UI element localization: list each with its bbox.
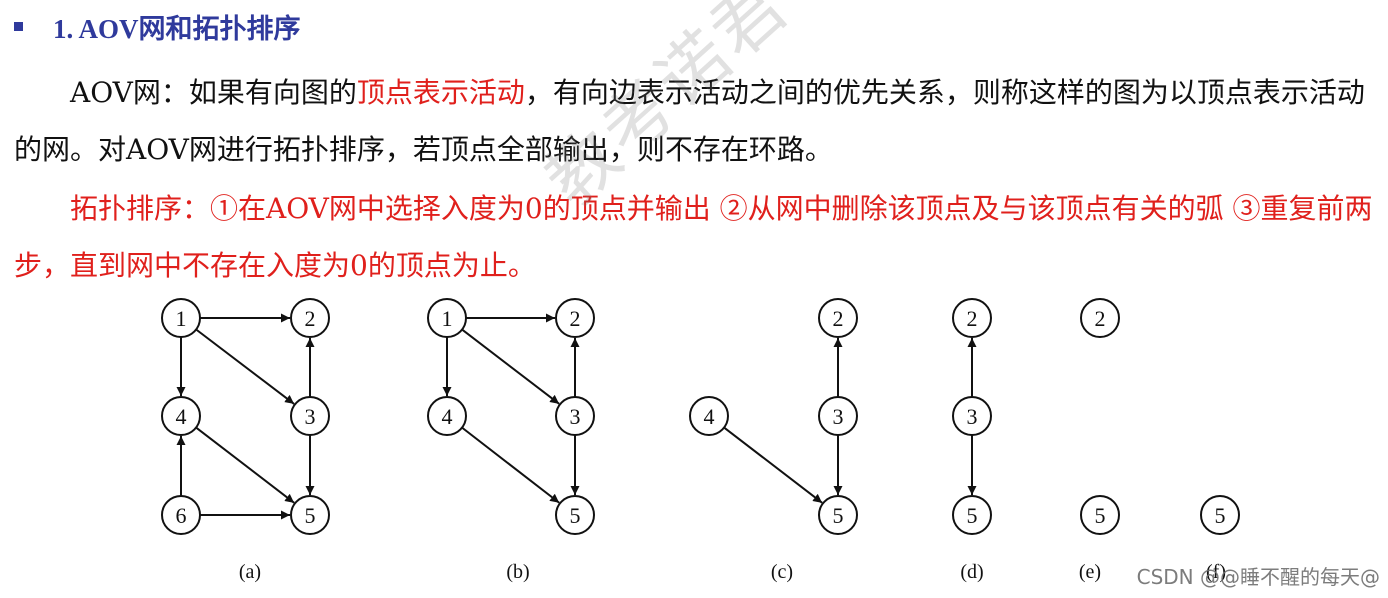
vertex-node <box>427 396 467 436</box>
vertex-label: 6 <box>176 503 187 528</box>
vertex-node <box>689 396 729 436</box>
panel-caption: (a) <box>239 561 261 583</box>
panel-caption: (e) <box>1079 561 1101 583</box>
section-heading: 1. AOV网和拓扑排序 <box>14 6 301 46</box>
vertex-label: 5 <box>967 503 978 528</box>
panel-caption: (d) <box>960 561 983 583</box>
vertex-label: 2 <box>305 306 316 331</box>
vertex-label: 2 <box>967 306 978 331</box>
vertex-node <box>555 396 595 436</box>
para1-lead: AOV网：如果有向图的 <box>70 76 357 109</box>
edge-arrow <box>461 426 560 504</box>
edge-arrow <box>461 328 560 405</box>
csdn-credit: CSDN @@睡不醒的每天@ <box>1136 565 1380 589</box>
graph-panel: 5 (f) <box>1200 495 1240 583</box>
vertex-node <box>290 396 330 436</box>
vertex-node <box>818 396 858 436</box>
edge-arrow <box>195 426 295 504</box>
vertex-node <box>290 298 330 338</box>
vertex-label: 4 <box>442 404 453 429</box>
vertex-node <box>952 495 992 535</box>
vertex-label: 5 <box>570 503 581 528</box>
vertex-label: 5 <box>305 503 316 528</box>
vertex-node <box>818 298 858 338</box>
vertex-label: 3 <box>305 404 316 429</box>
vertex-label: 1 <box>442 306 453 331</box>
panel-caption: (f) <box>1206 561 1226 583</box>
vertex-label: 5 <box>833 503 844 528</box>
para1-highlight: 顶点表示活动 <box>356 76 525 109</box>
vertex-label: 2 <box>1095 306 1106 331</box>
vertex-node <box>161 495 201 535</box>
edge-arrow <box>195 328 295 405</box>
vertex-node <box>818 495 858 535</box>
graph-panel: 2 3 4 5 (c) <box>689 298 858 583</box>
vertex-node <box>1080 298 1120 338</box>
vertex-node <box>952 298 992 338</box>
graph-panel: 1 2 3 4 5 (b) <box>427 298 595 583</box>
vertex-node <box>555 298 595 338</box>
vertex-label: 3 <box>570 404 581 429</box>
panel-caption: (c) <box>771 561 793 583</box>
graph-panel: 2 3 5 (d) <box>952 298 992 583</box>
panel-caption: (b) <box>506 561 529 583</box>
vertex-node <box>290 495 330 535</box>
vertex-node <box>1080 495 1120 535</box>
bullet-square-icon <box>14 21 23 31</box>
vertex-label: 3 <box>833 404 844 429</box>
para1-rest: ，有向边表示活动之间的优先关系，则称这样的图为以顶点表示活动的网。对AOV网进行… <box>14 76 1365 166</box>
vertex-label: 2 <box>570 306 581 331</box>
heading-text: 1. AOV网和拓扑排序 <box>53 13 301 44</box>
vertex-label: 2 <box>833 306 844 331</box>
vertex-node <box>161 298 201 338</box>
vertex-node <box>555 495 595 535</box>
vertex-node <box>952 396 992 436</box>
graph-panel: 2 5 (e) <box>1079 298 1120 583</box>
topo-sort-paragraph: 拓扑排序：①在AOV网中选择入度为0的顶点并输出 ②从网中删除该顶点及与该顶点有… <box>14 192 1373 282</box>
vertex-label: 5 <box>1095 503 1106 528</box>
vertex-label: 4 <box>704 404 715 429</box>
definition-paragraph: AOV网：如果有向图的顶点表示活动，有向边表示活动之间的优先关系，则称这样的图为… <box>14 64 1374 178</box>
vertex-node <box>1200 495 1240 535</box>
vertex-label: 5 <box>1215 503 1226 528</box>
vertex-node <box>427 298 467 338</box>
vertex-node <box>161 396 201 436</box>
edge-arrow <box>723 426 823 504</box>
vertex-label: 4 <box>176 404 187 429</box>
vertex-label: 1 <box>176 306 187 331</box>
vertex-label: 3 <box>967 404 978 429</box>
graph-panel: 1 2 3 4 5 6 (a) <box>161 298 330 583</box>
